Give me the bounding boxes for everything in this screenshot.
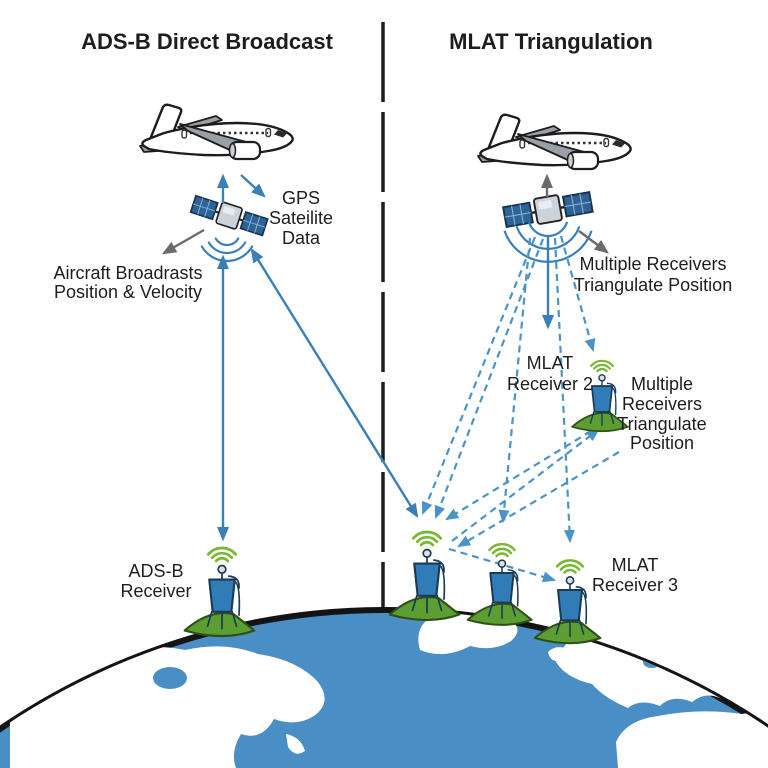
- svg-text:Receiver 2: Receiver 2: [507, 374, 593, 394]
- right-panel-title: MLAT Triangulation: [449, 29, 653, 54]
- airplane-icon-right: [476, 113, 632, 171]
- earth-globe-icon: [0, 607, 768, 768]
- aircraft-broadcasts-label: Aircraft Broadrasts Position & Velocity: [53, 263, 202, 302]
- svg-text:Multiple Receivers: Multiple Receivers: [579, 254, 726, 274]
- mlat-receiver2-label: MLAT Receiver 2: [507, 353, 593, 394]
- svg-text:GPS: GPS: [282, 188, 320, 208]
- svg-text:MLAT: MLAT: [527, 353, 574, 373]
- plane-to-gps-label-arrow: [240, 174, 266, 198]
- multiple-receivers-side-label: Multiple Receivers Triangulate Position: [617, 374, 706, 453]
- adsb-crosslink-arrow: [250, 247, 419, 519]
- signal-to-receiver1-line: [421, 236, 537, 516]
- svg-text:ADS-B: ADS-B: [128, 561, 183, 581]
- svg-text:Receivers: Receivers: [622, 394, 702, 414]
- svg-text:Position & Velocity: Position & Velocity: [54, 282, 202, 302]
- adsb-receiver-icon: [183, 546, 256, 638]
- mlat-receiver3-label: MLAT Receiver 3: [592, 555, 678, 595]
- mlat-signal-beams: [421, 235, 620, 583]
- gps-signal-arcs-icon: [200, 237, 254, 263]
- signal-to-receiver2-line: [559, 235, 596, 353]
- gps-satellite-data-label: GPS Sateilite Data: [269, 188, 333, 248]
- svg-text:Data: Data: [282, 228, 321, 248]
- left-panel-title: ADS-B Direct Broadcast: [81, 29, 334, 54]
- airplane-icon-left: [138, 103, 294, 161]
- mlat-receiver1-icon: [388, 530, 461, 622]
- signal-to-receiver3-line: [553, 237, 575, 544]
- svg-text:Aircraft Broadrasts: Aircraft Broadrasts: [53, 263, 202, 283]
- mlat-receiver3-icon: [533, 559, 602, 645]
- triangulate-label-arrow: [578, 230, 609, 254]
- svg-text:Position: Position: [630, 433, 694, 453]
- svg-text:Triangulate: Triangulate: [617, 414, 706, 434]
- signal-to-receiver1-line: [434, 238, 545, 520]
- svg-text:Multiple: Multiple: [631, 374, 693, 394]
- svg-text:Triangulate Position: Triangulate Position: [574, 275, 732, 295]
- broadcast-label-arrow: [161, 228, 205, 255]
- svg-text:Sateilite: Sateilite: [269, 208, 333, 228]
- svg-text:Receiver 3: Receiver 3: [592, 575, 678, 595]
- receiver1-to-receiver2-line: [451, 428, 600, 542]
- receiver2-to-receiver1-line: [457, 451, 620, 548]
- receiver2-to-receiver1-line: [445, 430, 592, 521]
- svg-text:Receiver: Receiver: [120, 581, 191, 601]
- adsb-receiver-label: ADS-B Receiver: [120, 561, 191, 601]
- svg-text:MLAT: MLAT: [612, 555, 659, 575]
- multiple-receivers-top-label: Multiple Receivers Triangulate Position: [574, 254, 732, 295]
